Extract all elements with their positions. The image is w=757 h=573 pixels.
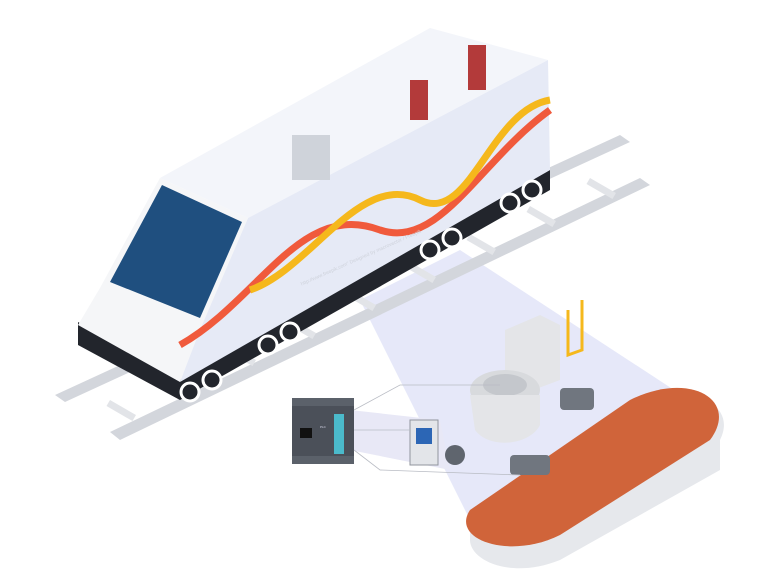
train-roof (160, 28, 548, 218)
connector-lines (353, 384, 521, 476)
toilet-icon-on-roof (292, 135, 330, 180)
pumps (409, 388, 594, 475)
train (78, 28, 553, 403)
toilet (470, 300, 584, 443)
passengers (410, 45, 486, 120)
plc-controller (292, 398, 354, 464)
train-side (180, 60, 550, 382)
red-stripe (178, 107, 553, 349)
wheels (179, 179, 543, 403)
windshield (110, 185, 242, 318)
plc-label: PLC (320, 425, 326, 429)
yellow-stripe (248, 96, 551, 294)
platform (466, 387, 724, 569)
